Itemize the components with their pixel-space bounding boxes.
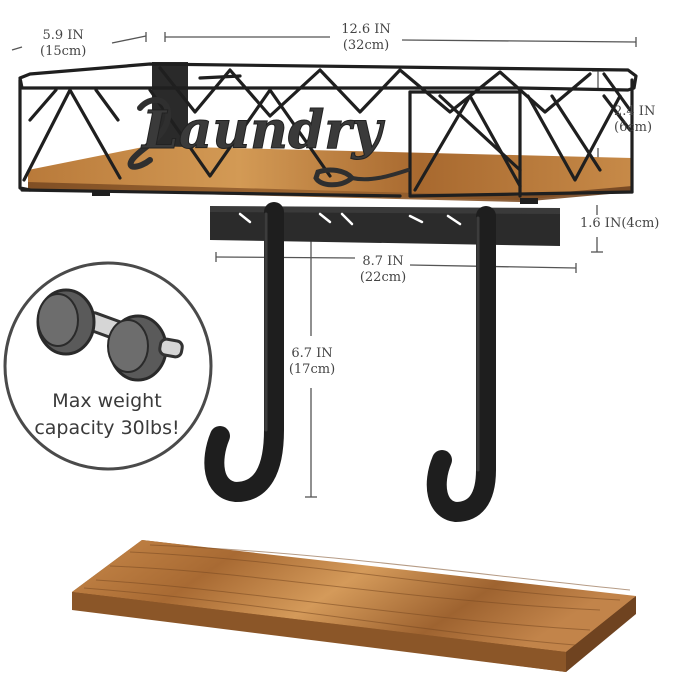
- hook-right: [426, 206, 496, 522]
- depth-cm: (15cm): [40, 44, 87, 59]
- hook-spacing-inches: 8.7 IN: [362, 254, 404, 269]
- sign-text: Laundry: [140, 100, 386, 161]
- weight-line-1: Max weight: [52, 390, 162, 412]
- hook-left: [204, 202, 284, 502]
- hook-bracket: [210, 206, 560, 246]
- hook-length-label: 6.7 IN (17cm): [288, 346, 336, 378]
- laundry-sign: Laundry: [127, 97, 410, 188]
- weight-line-2: capacity 30lbs!: [34, 417, 180, 439]
- basket-height-label: 2.4 IN (6cm): [614, 104, 698, 136]
- weight-capacity-text: Max weight capacity 30lbs!: [22, 388, 192, 442]
- depth-inches: 5.9 IN: [42, 28, 84, 43]
- width-label: 12.6 IN (32cm): [330, 22, 402, 54]
- wooden-board: [72, 540, 636, 672]
- basket-height-inches: 2.4 IN: [614, 104, 656, 119]
- weight-badge: [3, 261, 213, 471]
- hook-length-cm: (17cm): [288, 362, 336, 377]
- basket-height-cm: (6cm): [614, 120, 653, 135]
- width-cm: (32cm): [342, 38, 390, 53]
- hooks: [204, 202, 496, 522]
- dumbbell-icon: [36, 288, 184, 382]
- width-inches: 12.6 IN: [341, 22, 391, 37]
- bracket-height-label: 1.6 IN(4cm): [580, 216, 659, 232]
- hook-length-inches: 6.7 IN: [291, 346, 333, 361]
- hook-spacing-label: 8.7 IN (22cm): [355, 254, 411, 286]
- depth-label: 5.9 IN (15cm): [40, 28, 86, 60]
- hook-spacing-cm: (22cm): [359, 270, 407, 285]
- bracket-height-text: 1.6 IN(4cm): [580, 216, 660, 231]
